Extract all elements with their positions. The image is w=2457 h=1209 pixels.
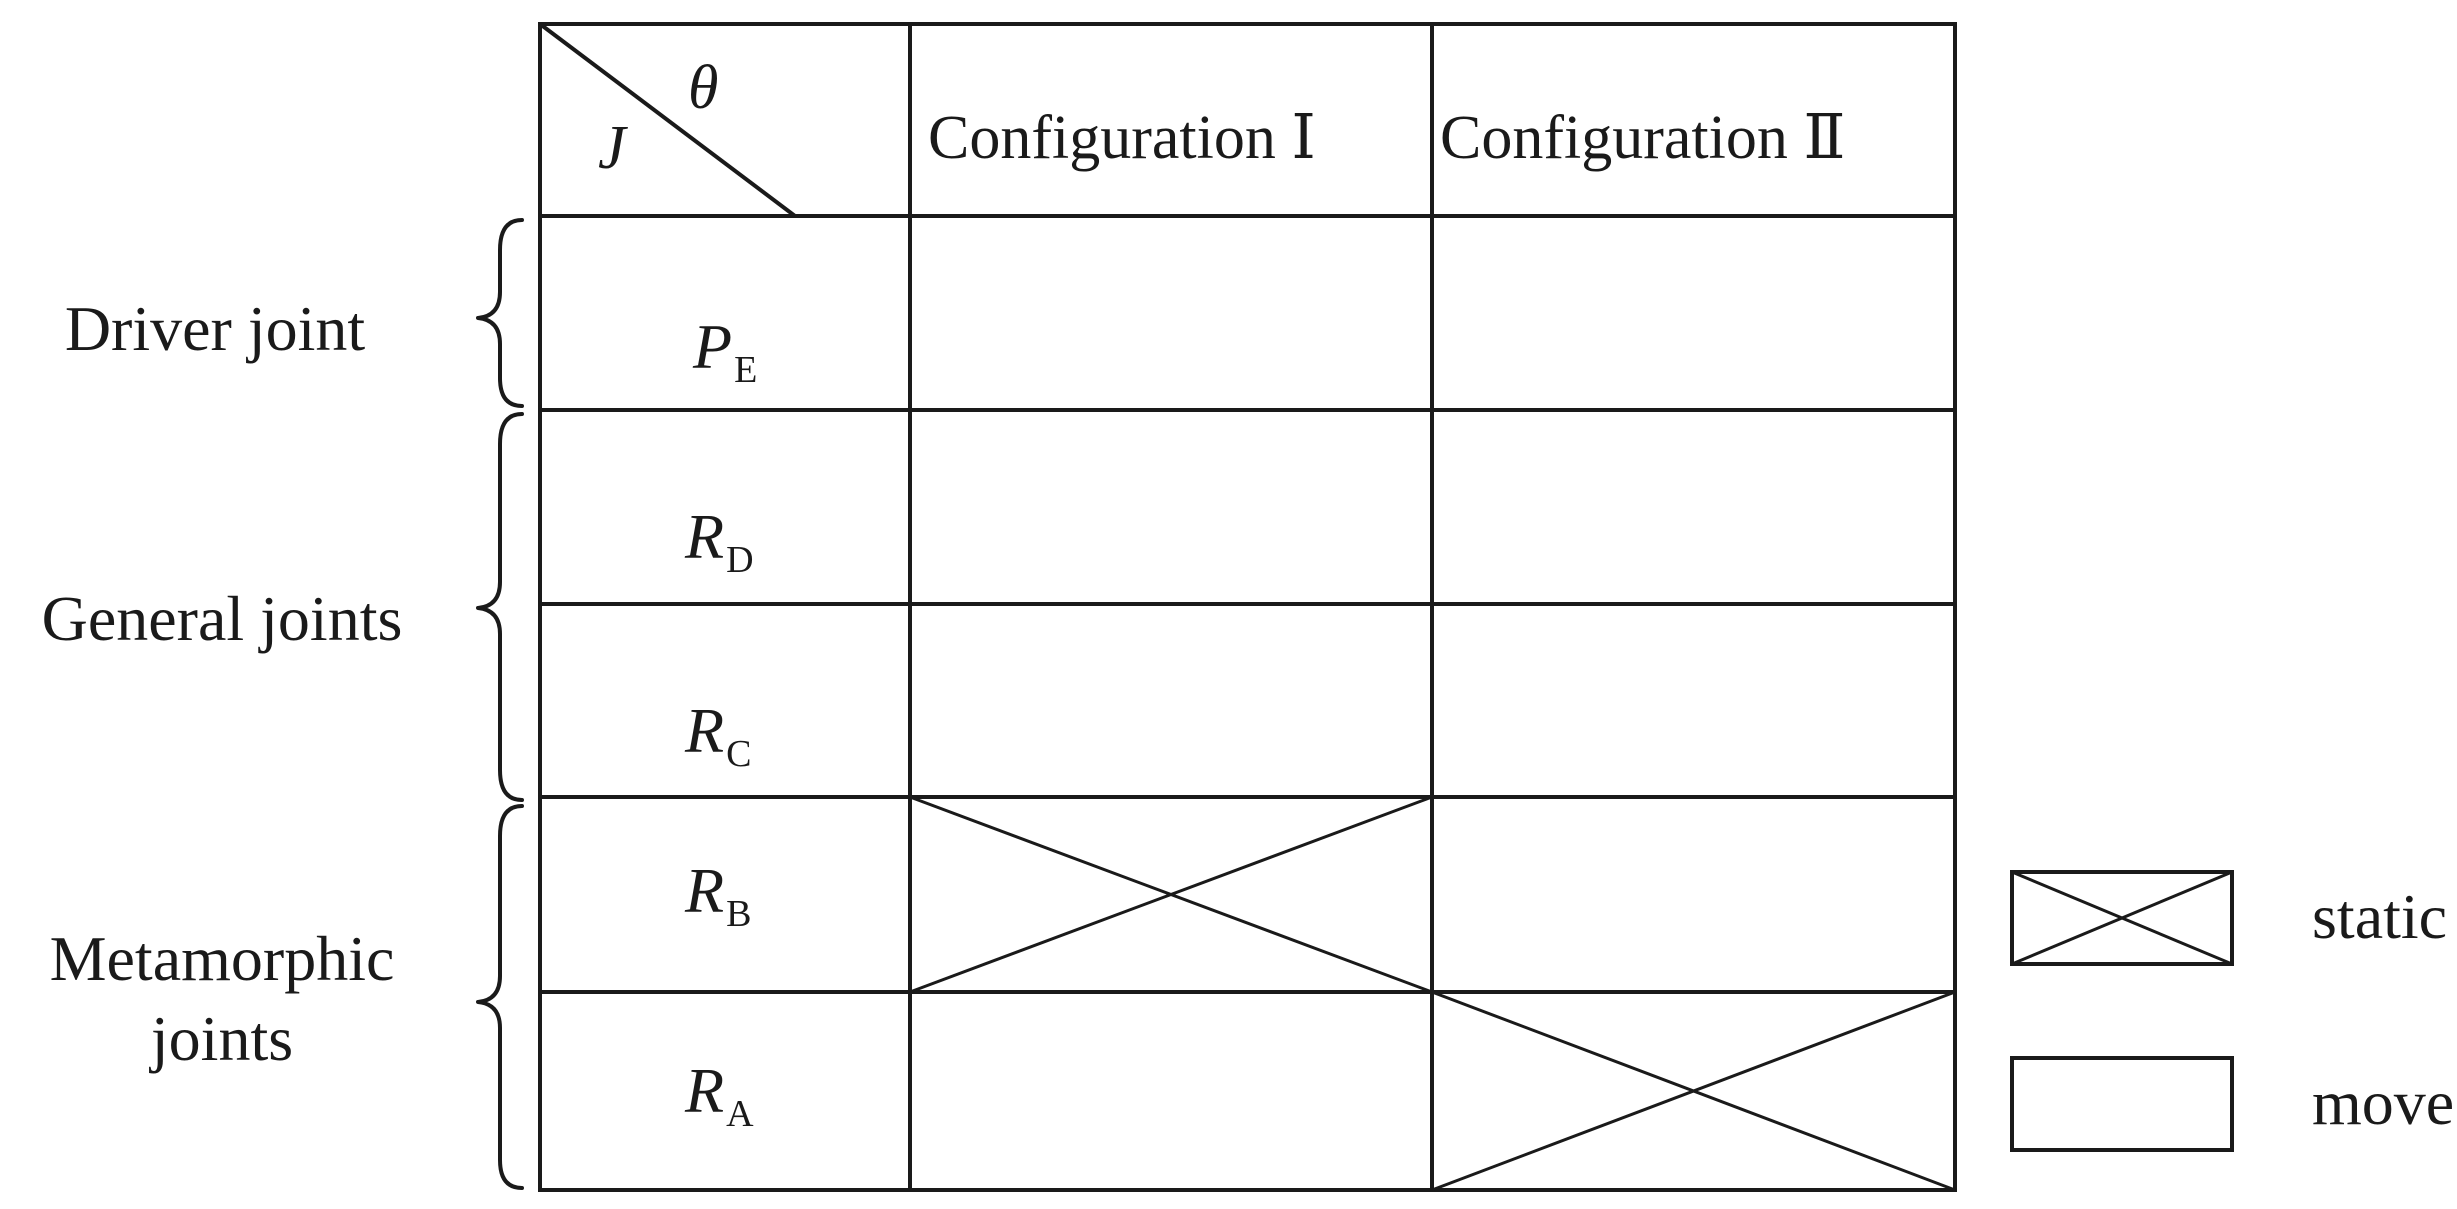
legend-static-swatch <box>2010 870 2234 966</box>
group-label-general-joints: General joints <box>42 583 403 654</box>
static-marks <box>909 795 1956 1192</box>
legend: static move <box>2010 870 2454 1152</box>
legend-move-swatch <box>2010 1056 2234 1152</box>
group-label-metamorphic-line-2: joints <box>149 1003 293 1074</box>
brace-driver-joint <box>476 218 524 408</box>
joint-label-RA: RA <box>684 1055 754 1135</box>
brace-metamorphic-joints <box>476 804 524 1190</box>
joint-label-PE: PE <box>692 311 757 391</box>
legend-move-label: move <box>2312 1067 2454 1138</box>
brace-general-joints <box>476 412 524 802</box>
group-label-driver-joint: Driver joint <box>65 293 366 364</box>
group-braces <box>476 218 524 1190</box>
static-mark-RA-config2 <box>1431 990 1956 1192</box>
corner-theta-label: θ <box>688 54 718 122</box>
table-grid <box>538 22 1957 1192</box>
static-mark-RB-config1 <box>909 795 1433 994</box>
table-border <box>538 22 1957 1192</box>
joint-label-RC: RC <box>684 695 751 775</box>
group-label-metamorphic-line-1: Metamorphic <box>50 923 395 994</box>
corner-diagonal <box>538 22 797 218</box>
joint-label-RD: RD <box>684 501 754 581</box>
legend-static-label: static <box>2312 881 2447 952</box>
column-header-config-2: Configuration Ⅱ <box>1440 104 1845 172</box>
joint-label-RB: RB <box>684 855 751 935</box>
corner-j-label: J <box>598 114 628 182</box>
column-header-config-1: Configuration Ⅰ <box>928 104 1316 172</box>
